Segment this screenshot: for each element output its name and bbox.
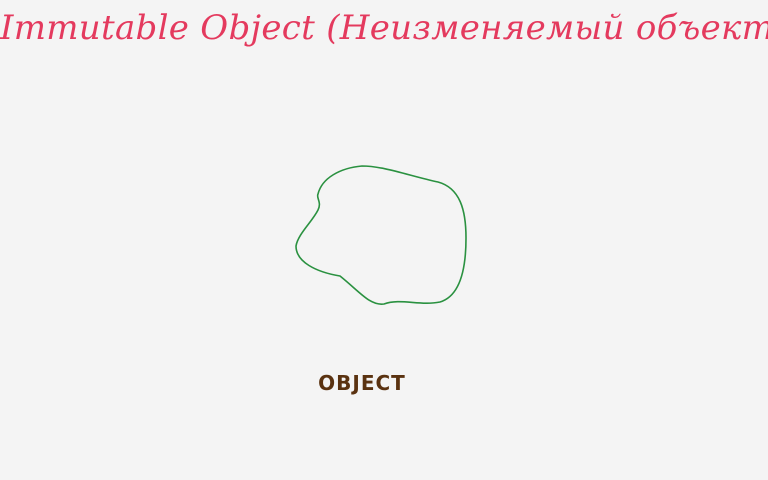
object-blob-shape — [295, 165, 467, 305]
diagram-title: Immutable Object (Неизменяемый объект) — [0, 8, 768, 48]
object-label: OBJECT — [318, 371, 406, 395]
